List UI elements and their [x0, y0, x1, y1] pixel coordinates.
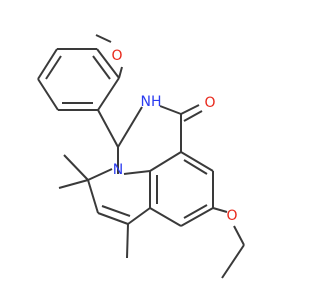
bond	[37, 78, 59, 111]
bond	[183, 110, 203, 122]
bond	[149, 151, 182, 172]
bonds	[37, 34, 245, 279]
bond	[221, 244, 245, 279]
bond	[117, 106, 143, 148]
atom-label-amide-nh: NH	[141, 94, 162, 110]
bond	[87, 168, 113, 181]
bond	[149, 207, 182, 227]
bond	[118, 66, 123, 79]
bond	[95, 34, 112, 43]
bond	[58, 179, 89, 189]
bond	[97, 77, 120, 111]
bond	[212, 207, 228, 213]
molecule-diagram: O NH O N O	[37, 34, 245, 279]
bond	[180, 207, 214, 227]
bond	[123, 170, 151, 175]
atom-labels: O NH O N O	[111, 48, 237, 224]
bond	[92, 55, 111, 80]
bond	[127, 207, 151, 225]
atom-label-methoxy-o: O	[111, 48, 122, 64]
bond	[126, 223, 129, 259]
bond	[63, 154, 89, 181]
bond	[101, 205, 131, 217]
bond	[180, 151, 214, 172]
bond	[96, 48, 120, 79]
bond	[180, 104, 200, 115]
structure-canvas: O NH O N O	[37, 34, 245, 279]
atom-label-carbonyl-o: O	[204, 95, 215, 111]
bond	[97, 212, 129, 225]
bond	[233, 225, 245, 246]
bond	[183, 159, 208, 175]
atom-label-ethoxy-o: O	[226, 208, 237, 224]
bond	[97, 109, 119, 148]
atom-label-ring-n: N	[113, 162, 123, 178]
bond	[37, 48, 58, 80]
bond	[183, 204, 208, 219]
bond	[159, 105, 182, 115]
bond	[45, 55, 62, 80]
bond	[87, 179, 99, 214]
